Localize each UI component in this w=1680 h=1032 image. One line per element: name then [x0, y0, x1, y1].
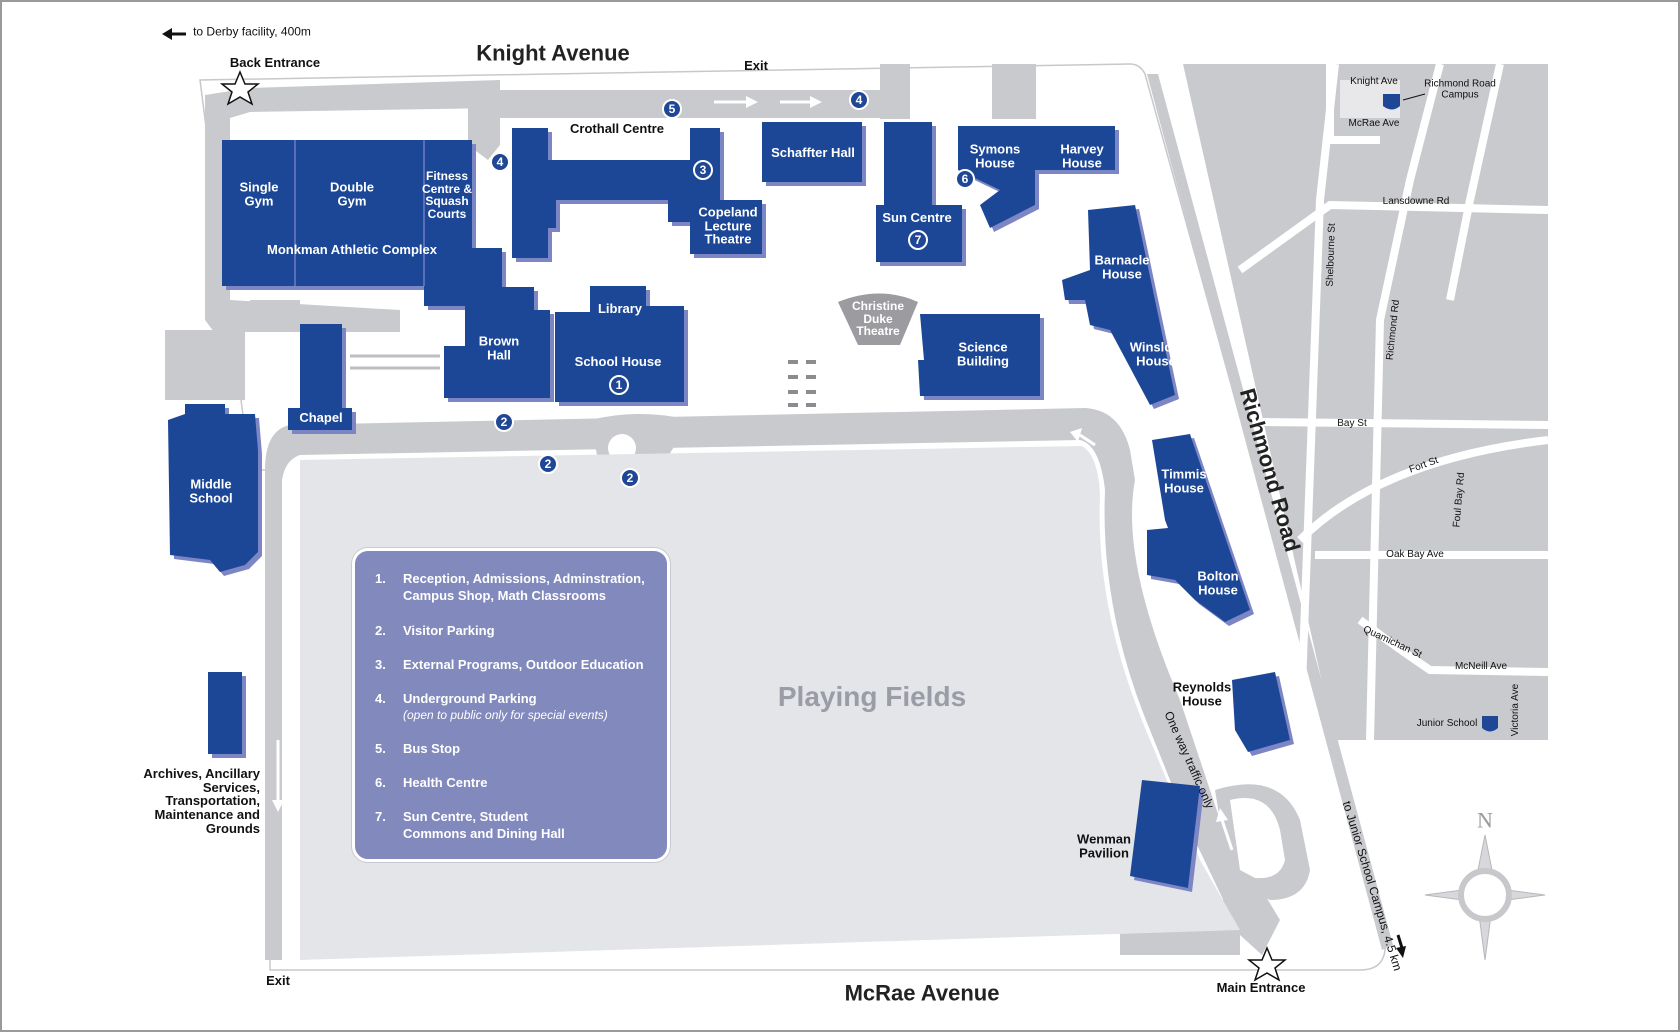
legend-item-4-note: (open to public only for special events) — [403, 707, 608, 722]
buildings — [168, 122, 1290, 888]
street-mcrae-avenue: McRae Avenue — [844, 980, 1000, 1006]
marker-3[interactable]: 3 — [693, 160, 713, 180]
building-christine-duke-theatre: Christine Duke Theatre — [851, 299, 904, 339]
building-wenman-pavilion: Wenman Pavilion — [1077, 831, 1131, 860]
back-entrance-label: Back Entrance — [229, 55, 321, 71]
building-barnacle-house: Barnacle House — [1094, 252, 1150, 281]
legend-item-1: 1.Reception, Admissions, Adminstration, … — [375, 571, 645, 603]
exit-top-label: Exit — [744, 58, 768, 74]
building-middle-school: Middle School — [189, 476, 233, 505]
main-entrance-star-icon — [1246, 946, 1288, 982]
building-schaffter-hall: Schaffter Hall — [771, 145, 855, 161]
building-fitness-centre: Fitness Centre & Squash Courts — [422, 168, 473, 221]
legend-item-7: 7.Sun Centre, Student Commons and Dining… — [375, 809, 565, 841]
compass-north-label: N — [1477, 807, 1493, 833]
arrow-down-icon — [1396, 934, 1406, 958]
street-knight-avenue: Knight Avenue — [476, 40, 630, 66]
marker-4-b[interactable]: 4 — [849, 90, 869, 110]
inset-mcneill-ave: McNeill Ave — [1454, 660, 1508, 672]
building-crothall-centre: Crothall Centre — [570, 121, 664, 137]
marker-2-c[interactable]: 2 — [620, 468, 640, 488]
richmond-campus-shield-icon — [1383, 94, 1400, 110]
building-science: Science Building — [957, 339, 1009, 368]
inset-junior-school: Junior School — [1416, 717, 1478, 729]
inset-lansdowne-rd: Lansdowne Rd — [1382, 195, 1450, 207]
inset-bay-st: Bay St — [1337, 417, 1367, 429]
compass-rose-icon — [1424, 834, 1546, 961]
marker-1[interactable]: 1 — [609, 375, 629, 395]
marker-7[interactable]: 7 — [908, 230, 928, 250]
legend-item-5: 5.Bus Stop — [375, 741, 461, 756]
legend-item-3: 3.External Programs, Outdoor Education — [375, 657, 644, 672]
marker-4-a[interactable]: 4 — [490, 152, 510, 172]
building-brown-hall: Brown Hall — [478, 333, 520, 362]
back-entrance-star-icon — [219, 70, 261, 106]
derby-direction: to Derby facility, 400m — [193, 24, 311, 39]
inset-shelbourne-st: Shelbourne St — [1324, 223, 1338, 287]
main-entrance-label: Main Entrance — [1216, 980, 1306, 996]
inset-map — [1183, 64, 1548, 740]
inset-knight-ave: Knight Ave — [1350, 75, 1398, 87]
exit-bottom-label: Exit — [266, 973, 290, 989]
arrow-left-icon — [162, 28, 186, 40]
christine-duke-theatre — [838, 293, 918, 345]
building-sun-centre: Sun Centre — [882, 210, 952, 226]
building-harvey-house: Harvey House — [1060, 141, 1104, 170]
building-double-gym: Double Gym — [329, 179, 375, 208]
traffic-arrows — [254, 96, 1234, 851]
building-single-gym: Single Gym — [239, 179, 279, 208]
legend-item-4: 4.Underground Parking(open to public onl… — [375, 691, 663, 723]
legend-item-6: 6.Health Centre — [375, 775, 488, 790]
junior-school-shield-icon — [1482, 716, 1498, 732]
inset-richmond-campus: Richmond Road Campus — [1424, 78, 1496, 100]
building-library: Library — [597, 301, 643, 317]
playing-fields-label: Playing Fields — [777, 681, 967, 712]
building-monkman-athletic-complex: Monkman Athletic Complex — [267, 242, 437, 258]
inset-mcrae-ave: McRae Ave — [1348, 117, 1400, 129]
inset-oak-bay-ave: Oak Bay Ave — [1386, 548, 1444, 560]
building-chapel: Chapel — [299, 410, 343, 426]
marker-2-b[interactable]: 2 — [538, 454, 558, 474]
building-school-house: School House — [574, 354, 662, 370]
marker-6[interactable]: 6 — [955, 169, 975, 189]
legend-box: 1.Reception, Admissions, Adminstration, … — [352, 548, 670, 862]
building-reynolds-house: Reynolds House — [1172, 679, 1232, 708]
building-archives: Archives, Ancillary Services, Transporta… — [143, 765, 260, 836]
building-copeland-lecture-theatre: Copeland Lecture Theatre — [698, 204, 758, 247]
building-symons-house: Symons House — [969, 141, 1021, 170]
marker-5[interactable]: 5 — [662, 99, 682, 119]
legend-item-2: 2.Visitor Parking — [375, 623, 495, 638]
building-bolton-house: Bolton House — [1197, 568, 1239, 597]
building-timmis-house: Timmis House — [1161, 466, 1207, 495]
building-winslow-house: Winslow House — [1129, 339, 1183, 368]
inset-victoria-ave: Victoria Ave — [1509, 683, 1521, 737]
marker-2-a[interactable]: 2 — [494, 412, 514, 432]
